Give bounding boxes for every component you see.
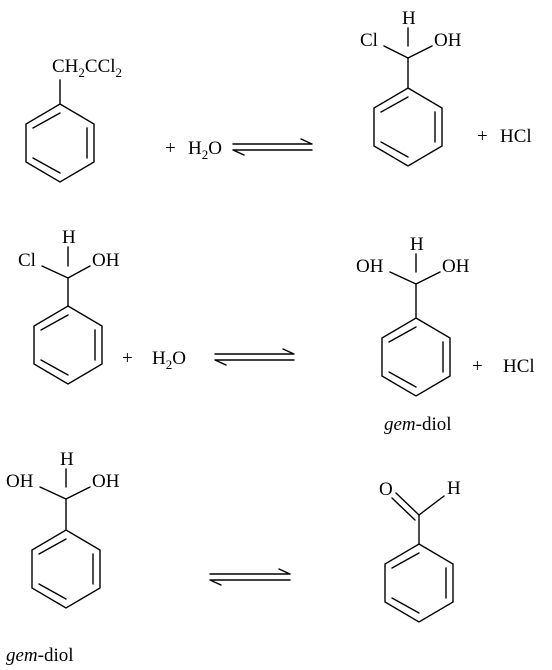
product-3-benzaldehyde: O H xyxy=(379,478,461,623)
plus-sign: + xyxy=(165,138,176,159)
reactant-1-benzal-chloride: CH2CCl2 xyxy=(25,56,122,183)
oxygen-label: O xyxy=(379,479,393,500)
reaction-1: CH2CCl2 + H2O H Cl OH + HCl xyxy=(25,8,532,183)
gem-diol-caption: gem-diol xyxy=(384,414,452,435)
benzene-ring xyxy=(384,543,454,623)
hcl-formula: HCl xyxy=(500,126,532,147)
hydroxyl-label-left: OH xyxy=(6,471,34,492)
plus-sign: + xyxy=(477,126,488,147)
equilibrium-arrows xyxy=(214,348,295,366)
hydroxyl-label: OH xyxy=(434,30,462,51)
product-1-chlorohydrin: H Cl OH xyxy=(360,8,462,167)
water-formula: H2O xyxy=(188,138,222,162)
benzene-ring xyxy=(31,529,101,609)
hydroxyl-label-left: OH xyxy=(356,256,384,277)
hydroxyl-label-right: OH xyxy=(442,256,470,277)
hydrogen-label: H xyxy=(402,8,416,29)
benzene-ring xyxy=(33,305,103,385)
plus-sign: + xyxy=(472,356,483,377)
hydrogen-label: H xyxy=(60,449,74,470)
benzene-ring xyxy=(381,317,451,397)
hydrogen-label: H xyxy=(410,234,424,255)
benzene-ring xyxy=(373,87,443,167)
water-formula: H2O xyxy=(152,348,186,372)
hydrogen-label: H xyxy=(62,227,76,248)
plus-sign: + xyxy=(122,348,133,369)
product-2-gem-diol: H OH OH gem-diol xyxy=(356,234,470,435)
reaction-2: H Cl OH + H2O H OH OH xyxy=(18,227,535,435)
reactant-2-chlorohydrin: H Cl OH xyxy=(18,227,120,385)
equilibrium-arrows xyxy=(232,138,313,156)
benzene-ring xyxy=(25,103,95,183)
reaction-3: H OH OH gem-diol O H xyxy=(6,449,461,666)
gem-diol-caption: gem-diol xyxy=(6,645,74,666)
hydroxyl-label: OH xyxy=(92,250,120,271)
reactant-3-gem-diol: H OH OH gem-diol xyxy=(6,449,120,666)
hcl-formula: HCl xyxy=(503,356,535,377)
chlorine-label: Cl xyxy=(360,30,378,51)
aldehyde-hydrogen-label: H xyxy=(447,478,461,499)
chlorine-label: Cl xyxy=(18,250,36,271)
equilibrium-arrows xyxy=(209,568,291,586)
hydroxyl-label-right: OH xyxy=(92,471,120,492)
dichloromethyl-label: CH2CCl2 xyxy=(52,56,122,80)
